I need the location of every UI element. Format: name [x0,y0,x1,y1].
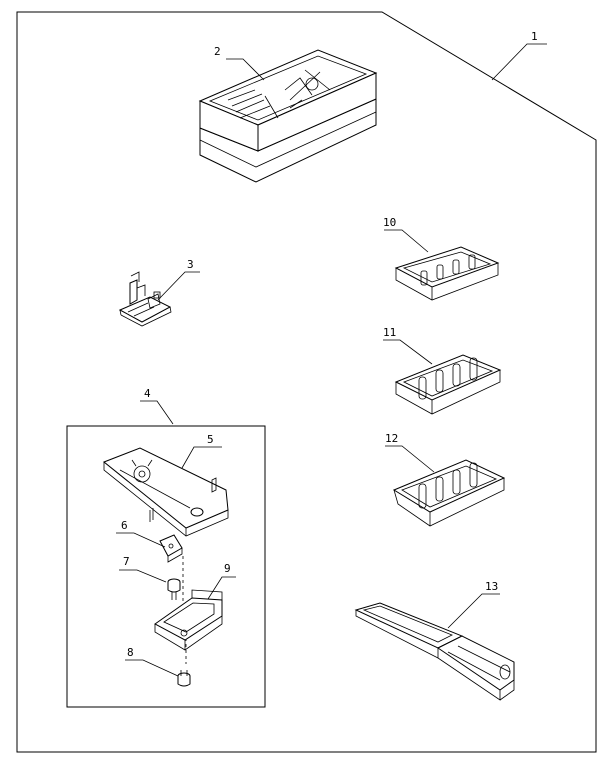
svg-text:6: 6 [121,519,128,532]
svg-text:12: 12 [385,432,398,445]
svg-text:13: 13 [485,580,498,593]
callout-6: 6 [116,519,166,548]
svg-text:4: 4 [144,387,151,400]
part-6-bracket [159,534,183,563]
svg-text:8: 8 [127,646,134,659]
svg-text:7: 7 [123,555,130,568]
svg-text:10: 10 [383,216,396,229]
svg-text:2: 2 [214,45,221,58]
part-8-screw [177,670,191,687]
svg-text:9: 9 [224,562,231,575]
part-13-slide-tool [354,602,515,701]
part-2-box [198,49,378,183]
callout-13: 13 [447,580,500,629]
callout-10: 10 [383,216,429,253]
callout-12: 12 [385,432,435,473]
part-9-holder [154,589,223,651]
callout-11: 11 [383,326,433,365]
svg-text:5: 5 [207,433,214,446]
callout-9: 9 [207,562,236,600]
part-7-screw [167,578,181,600]
part-10-cam [394,246,500,301]
svg-text:3: 3 [187,258,194,271]
part-12-cam [392,459,506,527]
part-11-cam [394,354,502,415]
callout-5: 5 [181,433,222,469]
svg-text:1: 1 [531,30,538,43]
callout-7: 7 [119,555,167,583]
outer-frame [16,11,597,753]
callout-2: 2 [214,45,265,81]
svg-text:11: 11 [383,326,396,339]
callout-8: 8 [125,646,179,677]
callout-4: 4 [140,387,174,425]
callout-1: 1 [491,30,547,81]
part-3-presser-foot [118,271,172,327]
part-4-assembly-frame [66,425,266,708]
part-5-plate [103,447,229,537]
callout-3: 3 [157,258,200,301]
